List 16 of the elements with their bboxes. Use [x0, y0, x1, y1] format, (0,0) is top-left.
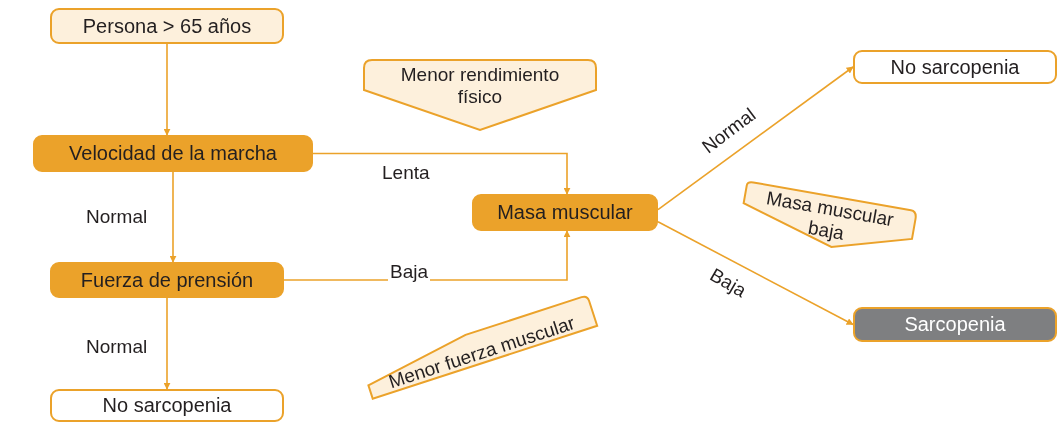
- start-box: Persona > 65 años: [50, 8, 284, 44]
- outcome-box: No sarcopenia: [853, 50, 1057, 84]
- arrow: [657, 220, 854, 326]
- outcome-box: Sarcopenia: [853, 307, 1057, 342]
- arrow: [657, 66, 854, 211]
- callout-text: Menor rendimiento físico: [399, 64, 561, 108]
- process-box: Fuerza de prensión: [50, 262, 284, 298]
- arrow: [169, 171, 177, 263]
- arrow: [163, 297, 171, 390]
- process-box: Velocidad de la marcha: [33, 135, 313, 172]
- arrow: [312, 152, 571, 195]
- outcome-box: No sarcopenia: [50, 389, 284, 422]
- process-box: Masa muscular: [472, 194, 658, 231]
- callout-text: Masa muscular baja: [763, 186, 897, 246]
- arrow: [163, 43, 171, 136]
- callout-shape: [362, 58, 598, 132]
